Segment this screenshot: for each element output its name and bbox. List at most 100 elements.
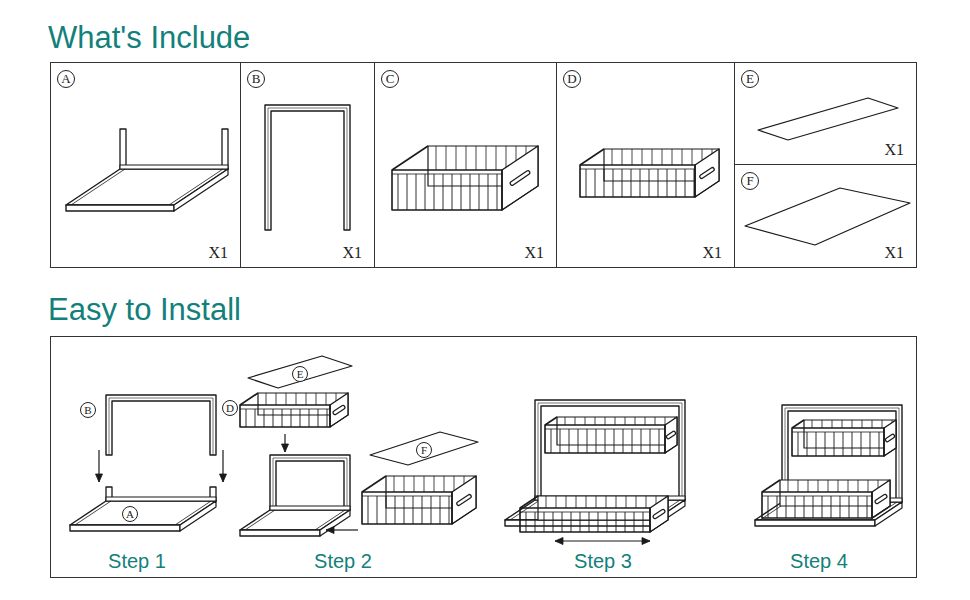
- basket-wire: [872, 420, 873, 428]
- basket-wire: [861, 432, 862, 456]
- tray-lip: [174, 169, 228, 211]
- basket-wire: [828, 480, 829, 492]
- basket-front: [362, 492, 452, 524]
- basket-wire: [840, 496, 841, 518]
- basket-wire: [867, 496, 868, 518]
- text-slot: Step 2: [314, 549, 372, 573]
- basket-wire: [282, 409, 283, 427]
- basket-rim: [520, 496, 538, 508]
- basket-wire: [636, 496, 637, 508]
- basket-wire: [255, 409, 256, 427]
- basket-front: [240, 405, 330, 427]
- basket-wire: [676, 169, 677, 197]
- basket-wire: [682, 149, 683, 165]
- basket-end: [665, 417, 677, 453]
- part-cell: CX1: [375, 63, 557, 267]
- basket-end: [452, 476, 476, 524]
- basket-wire: [604, 169, 605, 197]
- basket-wire: [649, 169, 650, 197]
- plate: [745, 188, 910, 245]
- tray-lip: [70, 525, 180, 531]
- basket-wire: [377, 496, 378, 524]
- basket-wire: [546, 496, 547, 508]
- tray-rail: [270, 506, 350, 510]
- basket-wire: [879, 432, 880, 456]
- basket-wire: [607, 512, 608, 532]
- basket-rim: [884, 448, 896, 456]
- basket-wire: [544, 512, 545, 532]
- basket-wire: [598, 512, 599, 532]
- u-frame: [265, 105, 350, 230]
- basket-wire: [595, 417, 596, 425]
- text-slot: X1: [208, 244, 228, 262]
- basket-wire: [416, 174, 417, 210]
- part-letter: B: [247, 70, 265, 88]
- basket-wire: [813, 496, 814, 518]
- tray-rail: [71, 169, 125, 205]
- basket-wire: [665, 417, 666, 425]
- basket-wire: [436, 146, 437, 170]
- basket-wire: [862, 420, 863, 428]
- basket-wire: [694, 169, 695, 197]
- basket-wire: [585, 417, 586, 425]
- handle-slot: [512, 173, 528, 184]
- basket-wire: [470, 174, 471, 210]
- basket-back: [804, 420, 896, 448]
- handle-slot: [702, 170, 713, 177]
- basket-wire: [777, 496, 778, 518]
- text-slot: E: [292, 364, 308, 382]
- basket-wire: [576, 496, 577, 508]
- basket-front: [392, 170, 502, 210]
- text-slot: Easy to Install: [48, 292, 241, 328]
- basket-wire: [640, 169, 641, 197]
- handle-slot: [887, 436, 892, 440]
- basket-wire: [650, 429, 651, 453]
- quantity-label: X1: [342, 244, 362, 262]
- part-letter: F: [741, 172, 759, 190]
- basket-rim: [665, 445, 677, 453]
- basket-wire: [641, 429, 642, 453]
- install-panel: Easy to InstallStep 1Step 2Step 3Step 4: [50, 336, 917, 578]
- text-slot: X1: [524, 244, 544, 262]
- basket-wire: [461, 174, 462, 210]
- handle-slot: [668, 433, 673, 437]
- part-cell: B X1: [241, 63, 375, 267]
- basket-wire: [553, 512, 554, 532]
- basket-wire: [497, 174, 498, 210]
- basket-wire: [404, 496, 405, 524]
- basket-rim: [872, 506, 890, 518]
- basket-wire: [831, 496, 832, 518]
- basket-wire: [398, 174, 399, 210]
- step-label: Step 2: [314, 549, 372, 573]
- basket-wire: [422, 496, 423, 524]
- text-slot: D: [222, 398, 238, 416]
- handle-slot: [702, 170, 713, 177]
- part-cell: DX1: [557, 63, 735, 267]
- basket-wire: [848, 480, 849, 492]
- basket-wire: [825, 432, 826, 456]
- basket-wire: [798, 432, 799, 456]
- text-slot: B: [247, 69, 265, 88]
- basket-wire: [486, 146, 487, 170]
- basket-wire: [586, 169, 587, 197]
- basket-wire: [788, 480, 789, 492]
- part-letter: A: [57, 70, 75, 88]
- basket-wire: [266, 393, 267, 405]
- basket-wire: [632, 429, 633, 453]
- basket-wire: [424, 476, 425, 492]
- basket-wire: [843, 432, 844, 456]
- basket-wire: [569, 429, 570, 453]
- basket-wire: [580, 512, 581, 532]
- handle-slot: [877, 496, 885, 501]
- text-slot: X1: [342, 244, 362, 262]
- basket-wire: [496, 146, 497, 170]
- basket-rim: [240, 409, 330, 410]
- part-cell: A X1: [51, 63, 241, 267]
- quantity-label: X1: [884, 141, 904, 159]
- basket-wire: [631, 169, 632, 197]
- tray-rail: [169, 169, 223, 205]
- section-heading: Easy to Install: [48, 292, 241, 328]
- basket-wire: [286, 393, 287, 405]
- handle-slot: [459, 497, 470, 504]
